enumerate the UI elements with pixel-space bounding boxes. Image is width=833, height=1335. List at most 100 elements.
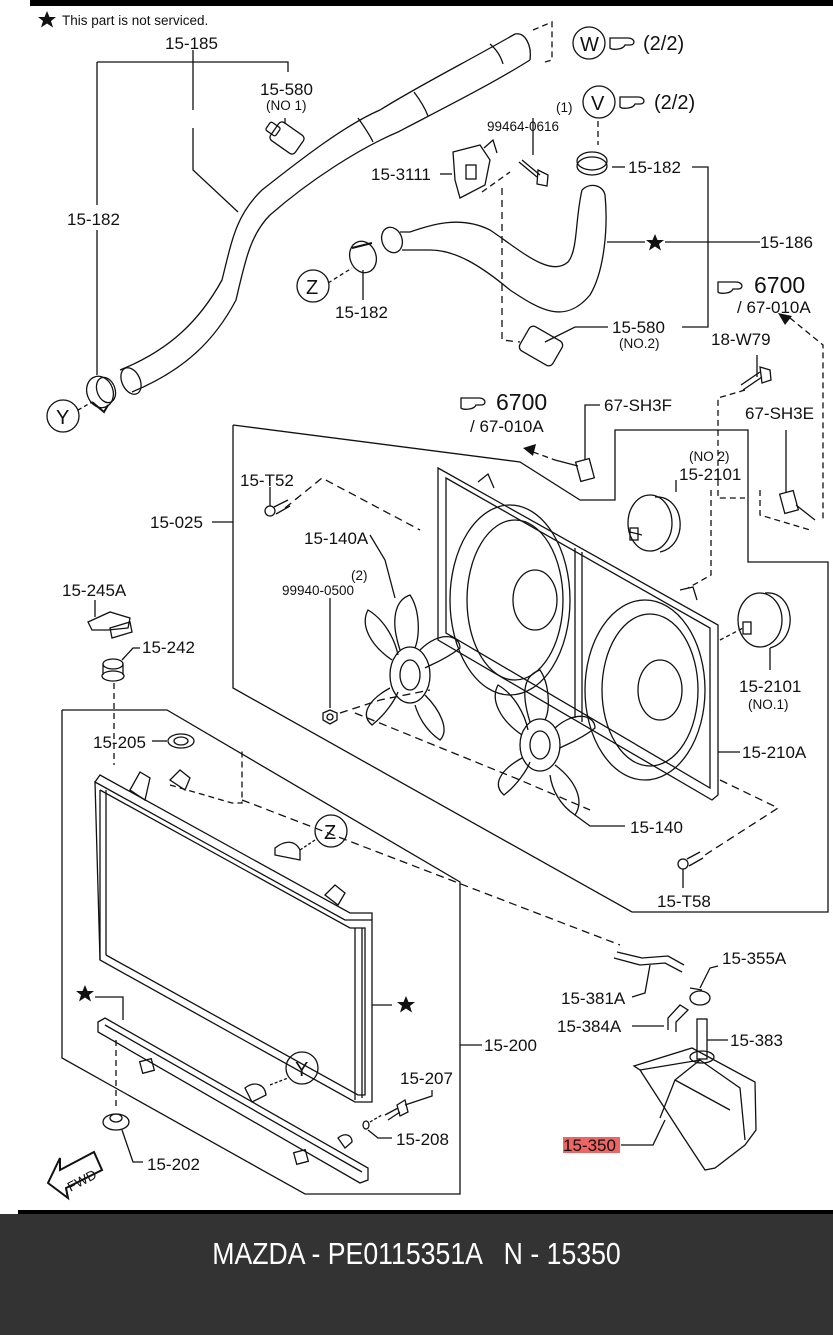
- bolt-15-t52[interactable]: [264, 487, 291, 517]
- callout-y-radiator[interactable]: [285, 1051, 319, 1085]
- hose-15-384a[interactable]: [632, 1004, 690, 1032]
- cap-15-355a[interactable]: [689, 965, 719, 1006]
- connector-67-sh3e[interactable]: [759, 430, 816, 531]
- pointing-hand-icon: [619, 96, 645, 109]
- mount-15-202[interactable]: [102, 1040, 143, 1163]
- label-15-186[interactable]: 15-186: [760, 233, 813, 252]
- callout-z-radiator-letter: Z: [324, 822, 336, 844]
- clamp-15-182-mid[interactable]: [345, 238, 380, 300]
- hose-15-381a[interactable]: [613, 951, 685, 998]
- callout-z-top-letter: Z: [306, 277, 318, 299]
- label-15-182-left[interactable]: 15-182: [67, 210, 120, 229]
- callout-w[interactable]: W (2/2): [572, 26, 684, 60]
- bracket-15-245a[interactable]: [87, 600, 133, 639]
- radiator[interactable]: [94, 750, 392, 1103]
- clamp-15-182-top[interactable]: [576, 121, 608, 176]
- hose-15-186[interactable]: [378, 184, 607, 313]
- fwd-label: FWD: [65, 1167, 99, 1195]
- label-15-2101-no2-sub: (NO 2): [689, 449, 730, 464]
- label-99464-0616[interactable]: 99464-0616: [487, 119, 559, 134]
- bolt-99464-0616[interactable]: [518, 118, 549, 187]
- label-67-sh3e[interactable]: 67-SH3E: [745, 404, 814, 423]
- label-15-182-top[interactable]: 15-182: [628, 158, 681, 177]
- label-15-242[interactable]: 15-242: [142, 638, 195, 657]
- star-icon: [38, 11, 56, 28]
- bracket-15-3111[interactable]: [440, 138, 498, 199]
- label-15-3111[interactable]: 15-3111: [371, 165, 431, 184]
- label-15-202[interactable]: 15-202: [147, 1155, 200, 1174]
- callout-v-letter: V: [591, 93, 605, 115]
- callout-y-top[interactable]: [46, 399, 80, 433]
- section-ref-number: 6700: [496, 389, 547, 415]
- callout-y-radiator-letter: Y: [295, 1059, 308, 1081]
- clamp-15-580-no2[interactable]: [518, 324, 608, 367]
- label-15-580-no1[interactable]: 15-580: [260, 80, 313, 99]
- reservoir-15-350[interactable]: [621, 1047, 757, 1171]
- label-15-383[interactable]: 15-383: [730, 1031, 783, 1050]
- nut-99940-0500[interactable]: [322, 598, 338, 725]
- lower-tank[interactable]: [95, 996, 369, 1184]
- fan-15-140[interactable]: [494, 669, 625, 827]
- pipe-15-383[interactable]: [696, 1018, 728, 1060]
- bolt-15-t58[interactable]: [677, 851, 704, 888]
- star-icon: [76, 985, 94, 1002]
- section-ref-6700-right[interactable]: 6700 / 67-010A: [717, 272, 811, 317]
- label-15-210a[interactable]: 15-210A: [742, 743, 807, 762]
- mount-15-242[interactable]: [101, 647, 140, 765]
- label-15-140[interactable]: 15-140: [630, 818, 683, 837]
- label-15-384a[interactable]: 15-384A: [557, 1017, 622, 1036]
- label-15-207[interactable]: 15-207: [400, 1069, 453, 1088]
- cap-15-205[interactable]: [152, 733, 195, 749]
- section-ref-number: 6700: [754, 272, 805, 298]
- callout-z-top[interactable]: [296, 269, 330, 303]
- label-18-w79[interactable]: 18-W79: [711, 330, 771, 349]
- label-15-200[interactable]: 15-200: [484, 1036, 537, 1055]
- callout-w-letter: W: [580, 34, 599, 56]
- callout-v[interactable]: V (2/2): [582, 85, 695, 119]
- motor-15-2101-no1[interactable]: [719, 592, 791, 670]
- connector-67-sh3f[interactable]: [523, 404, 600, 483]
- star-icon: [397, 996, 415, 1013]
- callout-y-top-letter: Y: [56, 407, 69, 429]
- label-67-sh3f[interactable]: 67-SH3F: [604, 396, 672, 415]
- label-15-580-no2-sub: (NO.2): [619, 336, 660, 351]
- label-15-2101-no2[interactable]: 15-2101: [679, 465, 741, 484]
- clamp-15-580-no1[interactable]: [265, 118, 305, 156]
- label-15-t58[interactable]: 15-T58: [657, 892, 711, 911]
- label-99940-qty: (2): [351, 568, 368, 583]
- o-ring-15-208[interactable]: [362, 1114, 392, 1139]
- label-15-381a[interactable]: 15-381A: [561, 989, 626, 1008]
- clamp-15-182-left[interactable]: [82, 373, 119, 414]
- label-15-2101-no1-sub: (NO.1): [748, 697, 789, 712]
- pointing-hand-icon: [460, 397, 486, 410]
- label-15-025[interactable]: 15-025: [150, 513, 203, 532]
- label-99940-0500[interactable]: 99940-0500: [282, 583, 354, 598]
- shroud-15-210a[interactable]: [437, 466, 740, 801]
- callout-z-radiator[interactable]: [314, 814, 348, 848]
- label-15-350[interactable]: 15-350: [563, 1136, 616, 1155]
- label-15-140a[interactable]: 15-140A: [304, 529, 369, 548]
- fan-15-140a[interactable]: [364, 534, 461, 741]
- section-ref-6700-left[interactable]: 6700 / 67-010A: [460, 389, 547, 436]
- parts-diagram: This part is not serviced. 15-185 15-580…: [38, 11, 829, 1201]
- note-text: This part is not serviced.: [62, 13, 208, 28]
- label-15-205[interactable]: 15-205: [93, 733, 146, 752]
- hose-15-185[interactable]: [117, 21, 553, 397]
- footer-bar: MAZDA - PE0115351A N - 15350: [0, 1214, 833, 1335]
- section-ref-sub: / 67-010A: [470, 417, 544, 436]
- motor-15-2101-no2[interactable]: [627, 480, 681, 553]
- label-15-t52[interactable]: 15-T52: [240, 471, 294, 490]
- legend: [38, 11, 56, 28]
- callout-w-ref: (2/2): [643, 33, 684, 55]
- label-15-2101-no1[interactable]: 15-2101: [739, 677, 801, 696]
- pointing-hand-icon: [717, 281, 743, 294]
- fwd-arrow-icon: [46, 1150, 104, 1201]
- label-15-580-no1-sub: (NO 1): [266, 98, 307, 113]
- label-15-245a[interactable]: 15-245A: [62, 581, 127, 600]
- drain-plug-15-207[interactable]: [384, 1090, 433, 1121]
- label-15-208[interactable]: 15-208: [396, 1130, 449, 1149]
- label-15-185[interactable]: 15-185: [165, 34, 218, 53]
- label-15-355a[interactable]: 15-355A: [722, 949, 787, 968]
- label-15-580-no2[interactable]: 15-580: [612, 318, 665, 337]
- label-15-182-mid[interactable]: 15-182: [335, 303, 388, 322]
